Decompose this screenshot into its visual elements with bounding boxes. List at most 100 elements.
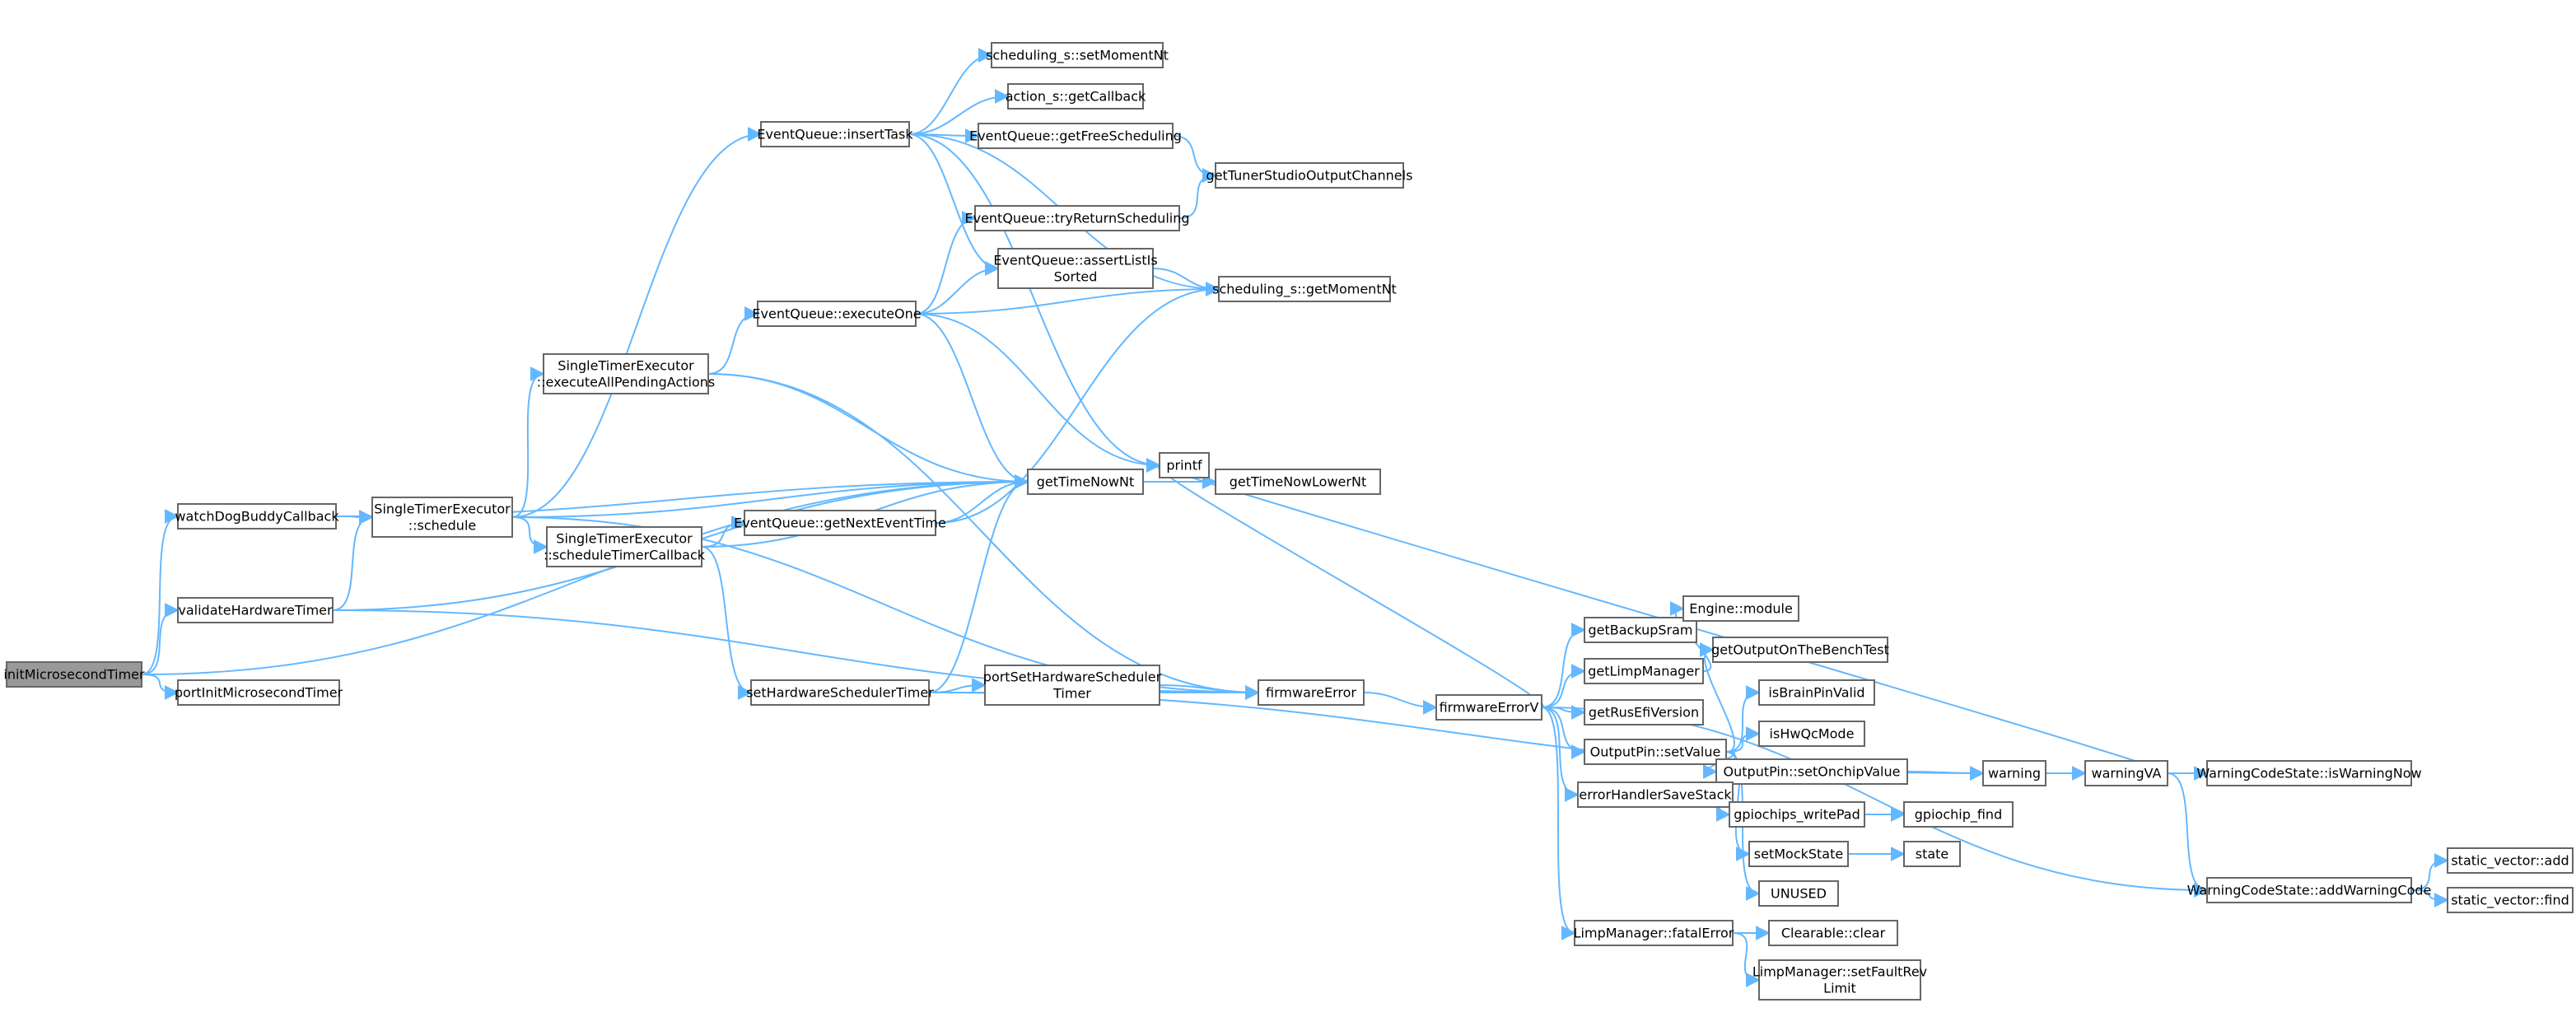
node-rusEfiVersion[interactable]: getRusEfiVersion (1584, 699, 1704, 725)
node-label: setHardwareSchedulerTimer (746, 685, 934, 701)
node-setHW[interactable]: setHardwareSchedulerTimer (746, 679, 934, 706)
edge-firmwareErrorV-to-setValue (1541, 707, 1586, 759)
nodes-layer: initMicrosecondTimer watchDogBuddyCallbac… (3, 42, 2574, 1001)
node-box (1758, 959, 1921, 1001)
node-writePad[interactable]: gpiochips_writePad (1729, 801, 1865, 828)
node-executeOne[interactable]: EventQueue::executeOne (752, 301, 922, 327)
node-chipFind[interactable]: gpiochip_find (1903, 801, 2014, 828)
edge-init-to-portInit (141, 674, 180, 700)
node-label: LimpManager::setFaultRev (1752, 964, 1927, 980)
edge-addWarning-to-svFind (2410, 889, 2449, 907)
edge-firmwareErrorV-to-fatalError (1541, 707, 1576, 940)
node-box (543, 353, 709, 394)
node-label: action_s::getCallback (1006, 89, 1146, 105)
edge-executeOne-to-getMomentNt (915, 282, 1220, 315)
node-label: static_vector::add (2451, 853, 2569, 870)
node-label: Timer (1052, 686, 1091, 702)
node-getTimeNowNt[interactable]: getTimeNowNt (1027, 469, 1144, 495)
node-box (1758, 679, 1875, 706)
node-box (2206, 760, 2412, 786)
node-label: SingleTimerExecutor (558, 358, 694, 374)
edge-insertTask-to-assertSorted (908, 133, 1000, 276)
node-svAdd[interactable]: static_vector::add (2447, 847, 2574, 874)
node-benchTest[interactable]: getOutputOnTheBenchTest (1711, 637, 1889, 663)
node-box (1584, 658, 1704, 684)
edge-portSetHW-to-firmwareError (1159, 684, 1260, 700)
node-setValue[interactable]: OutputPin::setValue (1584, 739, 1727, 765)
node-label: firmwareError (1266, 685, 1356, 701)
node-label: isBrainPinValid (1768, 685, 1864, 701)
edge-executeOne-to-getTimeNowNt (915, 313, 1029, 489)
node-warningVA[interactable]: warningVA (2084, 760, 2168, 786)
node-warning[interactable]: warning (1982, 760, 2046, 786)
edge-addWarning-to-svAdd (2410, 853, 2449, 891)
node-isBrainPinValid[interactable]: isBrainPinValid (1758, 679, 1875, 706)
node-tuner[interactable]: getTunerStudioOutputChannels (1206, 162, 1413, 189)
node-unused[interactable]: UNUSED (1758, 880, 1839, 907)
edge-insertTask-to-printf (908, 133, 1161, 473)
node-isWarningNow[interactable]: WarningCodeState::isWarningNow (2196, 760, 2422, 786)
node-setMockState[interactable]: setMockState (1748, 841, 1849, 867)
node-clear[interactable]: Clearable::clear (1768, 920, 1898, 946)
node-label: getBackupSram (1588, 623, 1692, 638)
edge-init-to-watchDog (141, 509, 180, 675)
node-svFind[interactable]: static_vector::find (2447, 887, 2574, 913)
node-label: Clearable::clear (1781, 926, 1886, 941)
node-engineModule[interactable]: Engine::module (1682, 595, 1799, 622)
node-label: firmwareErrorV (1440, 700, 1539, 716)
edge-schedule-to-schedCb (511, 516, 548, 554)
node-box (1007, 83, 1144, 110)
edge-tryReturn-to-tuner (1178, 168, 1217, 219)
node-firmwareError[interactable]: firmwareError (1258, 679, 1365, 706)
node-box (1577, 781, 1734, 808)
node-label: WarningCodeState::addWarningCode (2187, 883, 2432, 898)
edge-schedCb-to-setHW (701, 546, 753, 700)
node-getNextEvent[interactable]: EventQueue::getNextEventTime (734, 510, 946, 536)
node-validate[interactable]: validateHardwareTimer (177, 597, 334, 623)
node-schedCb[interactable]: SingleTimerExecutor::scheduleTimerCallba… (544, 526, 706, 567)
node-getCallback[interactable]: action_s::getCallback (1006, 83, 1146, 110)
node-watchDog[interactable]: watchDogBuddyCallback (175, 503, 339, 529)
node-errSaveStack[interactable]: errorHandlerSaveStack (1577, 781, 1734, 808)
edge-setValue-to-benchTest (1699, 642, 1735, 753)
node-label: Engine::module (1689, 601, 1793, 617)
node-getTimeNowLowerNt[interactable]: getTimeNowLowerNt (1215, 469, 1381, 495)
node-fatalError[interactable]: LimpManager::fatalError (1574, 920, 1734, 946)
node-addWarning[interactable]: WarningCodeState::addWarningCode (2187, 877, 2432, 903)
edge-schedule-to-insertTask (511, 127, 763, 518)
node-printf[interactable]: printf (1159, 452, 1210, 478)
node-init[interactable]: initMicrosecondTimer (3, 661, 145, 688)
node-label: isHwQcMode (1770, 726, 1855, 742)
node-portInit[interactable]: portInitMicrosecondTimer (175, 679, 343, 706)
node-getBackupSram[interactable]: getBackupSram (1584, 617, 1697, 643)
node-execAll[interactable]: SingleTimerExecutor::executeAllPendingAc… (537, 353, 715, 394)
node-box (1574, 920, 1734, 946)
node-label: ::executeAllPendingActions (537, 375, 715, 390)
node-firmwareErrorV[interactable]: firmwareErrorV (1435, 694, 1542, 721)
node-box (2206, 877, 2412, 903)
node-getMomentNt[interactable]: scheduling_s::getMomentNt (1212, 276, 1397, 302)
node-getFree[interactable]: EventQueue::getFreeScheduling (969, 123, 1182, 149)
edge-executeOne-to-printf (915, 313, 1161, 473)
node-box (1215, 162, 1404, 189)
edge-execAll-to-executeOne (707, 306, 759, 375)
edge-warningVA-to-addWarning (2167, 772, 2209, 898)
node-label: state (1916, 847, 1949, 862)
node-tryReturn[interactable]: EventQueue::tryReturnScheduling (964, 205, 1190, 231)
node-label: OutputPin::setOnchipValue (1724, 764, 1901, 780)
node-setMomentNt[interactable]: scheduling_s::setMomentNt (986, 42, 1169, 68)
node-schedule[interactable]: SingleTimerExecutor::schedule (371, 497, 513, 538)
node-isHwQcMode[interactable]: isHwQcMode (1758, 721, 1865, 747)
edge-setHW-to-getTimeNowNt (928, 474, 1029, 693)
node-box (1748, 841, 1849, 867)
node-insertTask[interactable]: EventQueue::insertTask (757, 121, 913, 147)
node-getLimpManager[interactable]: getLimpManager (1584, 658, 1704, 684)
node-label: OutputPin::setValue (1590, 744, 1721, 760)
node-state[interactable]: state (1903, 841, 1961, 867)
edge-validate-to-schedule (332, 510, 374, 611)
node-setOnchip[interactable]: OutputPin::setOnchipValue (1715, 758, 1908, 785)
